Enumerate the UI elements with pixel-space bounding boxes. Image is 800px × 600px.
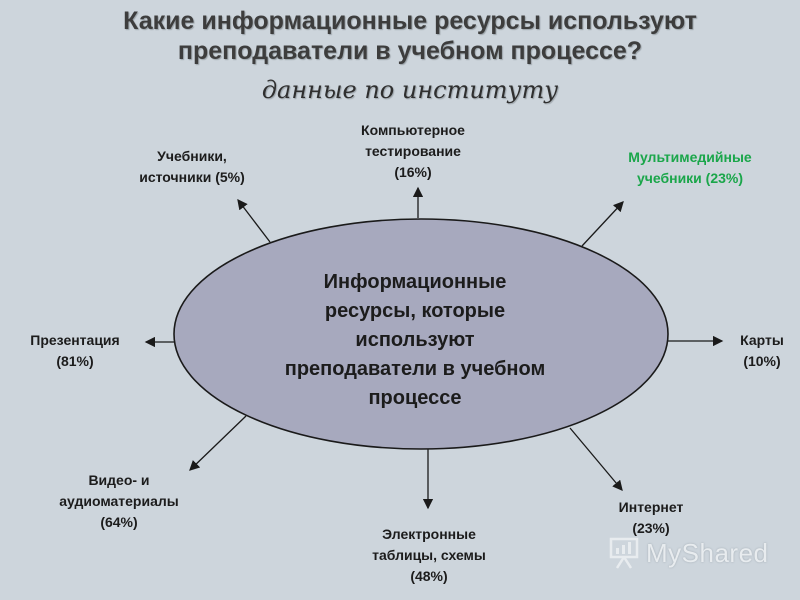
arrow-multimedia — [581, 201, 624, 247]
node-line: таблицы, схемы — [372, 547, 486, 563]
page-title: Какие информационные ресурсы используют … — [60, 6, 760, 66]
presentation-board-icon — [609, 537, 639, 569]
node-line: Презентация — [30, 332, 120, 348]
node-line: тестирование — [365, 143, 461, 159]
node-computer-testing: Компьютерное тестирование (16%) — [330, 120, 496, 183]
node-line: аудиоматериалы — [59, 493, 179, 509]
node-line: Компьютерное — [361, 122, 465, 138]
node-line: (16%) — [394, 164, 432, 180]
title-line-2: преподаватели в учебном процессе? — [177, 37, 643, 65]
node-multimedia-textbooks: Мультимедийные учебники (23%) — [598, 147, 782, 189]
node-presentation: Презентация (81%) — [8, 330, 142, 372]
center-line: используют — [355, 329, 475, 351]
arrow-video — [189, 415, 247, 471]
center-line: процессе — [368, 387, 462, 409]
node-line: учебники (23%) — [636, 170, 744, 186]
center-line: ресурсы, которые — [324, 300, 506, 322]
arrow-internet — [569, 427, 623, 491]
node-line: Интернет — [618, 499, 684, 515]
watermark-text: MyShared — [646, 537, 769, 568]
watermark: MyShared — [608, 536, 769, 570]
center-line: преподаватели в учебном — [284, 358, 546, 380]
center-ellipse — [173, 218, 669, 450]
arrow-textbooks — [237, 198, 271, 243]
node-line: (48%) — [410, 568, 448, 584]
node-video-audio: Видео- и аудиоматериалы (64%) — [36, 470, 202, 533]
node-line: (10%) — [743, 353, 781, 369]
title-line-1: Какие информационные ресурсы используют — [123, 7, 697, 35]
center-line: Информационные — [323, 271, 507, 293]
node-spreadsheets: Электронные таблицы, схемы (48%) — [336, 524, 522, 587]
node-line: (81%) — [56, 353, 94, 369]
node-internet: Интернет (23%) — [596, 497, 706, 539]
node-line: Карты — [740, 332, 784, 348]
node-textbooks: Учебники, источники (5%) — [104, 146, 280, 188]
node-line: Мультимедийные — [628, 149, 752, 165]
node-line: Видео- и — [88, 472, 150, 488]
node-line: (64%) — [100, 514, 138, 530]
node-line: источники (5%) — [139, 169, 245, 185]
page-subtitle: данные по институту — [261, 76, 559, 104]
node-maps: Карты (10%) — [726, 330, 798, 372]
center-ellipse-label: Информационные ресурсы, которые использу… — [240, 268, 590, 413]
node-line: Электронные — [382, 526, 476, 542]
node-line: Учебники, — [157, 148, 227, 164]
node-line: (23%) — [632, 520, 670, 536]
